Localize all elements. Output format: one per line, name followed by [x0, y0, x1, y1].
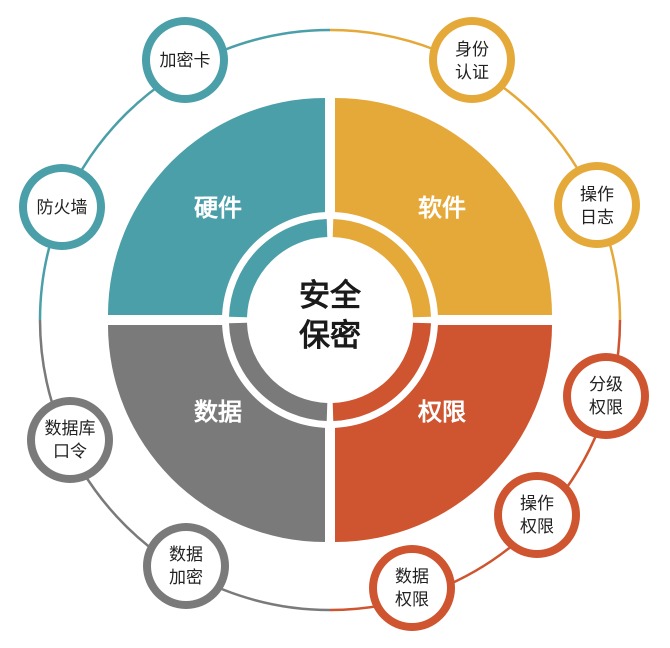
bubble-db-password: 数据库 口令 — [27, 397, 113, 483]
bubble-data-permission: 数据 权限 — [369, 545, 455, 631]
bubble-firewall-label: 防火墙 — [37, 198, 88, 218]
outer-ring-data — [38, 319, 331, 612]
bubble-data-encryption-line1: 数据 — [169, 545, 203, 565]
bubble-operation-log-line2: 日志 — [580, 208, 614, 228]
bubble-data-permission-line1: 数据 — [395, 567, 429, 587]
outer-ring-software — [329, 28, 622, 321]
bubble-operation-log-line1: 操作 — [580, 185, 614, 205]
bubble-operation-permission: 操作 权限 — [494, 472, 580, 558]
bubble-tiered-permission-line2: 权限 — [589, 398, 623, 418]
bubble-identity-auth: 身份 认证 — [429, 17, 515, 103]
bubble-tiered-permission: 分级 权限 — [563, 353, 649, 439]
bubble-operation-permission-line2: 权限 — [520, 517, 554, 537]
quadrant-label-hardware: 硬件 — [194, 194, 242, 222]
bubble-encryption-card: 加密卡 — [142, 17, 228, 103]
quadrant-label-data: 数据 — [194, 398, 242, 426]
bubble-data-encryption: 数据 加密 — [143, 523, 229, 609]
bubble-data-permission-line2: 权限 — [395, 590, 429, 610]
quadrant-label-permission: 权限 — [417, 398, 466, 426]
bubble-encryption-card-label: 加密卡 — [160, 51, 211, 71]
inner-ring-permission — [332, 322, 431, 421]
bubble-operation-log: 操作 日志 — [554, 162, 640, 248]
bubble-operation-permission-line1: 操作 — [520, 494, 554, 514]
quadrant-label-software: 软件 — [418, 194, 466, 222]
bubble-tiered-permission-line1: 分级 — [589, 375, 623, 395]
center-title-line1: 安全 — [299, 278, 362, 314]
bubble-identity-auth-line1: 身份 — [455, 40, 489, 60]
bubble-db-password-line2: 口令 — [53, 442, 87, 462]
bubble-db-password-line1: 数据库 — [45, 419, 96, 439]
inner-ring-software — [332, 219, 431, 318]
inner-ring-hardware — [229, 219, 328, 318]
bubble-data-encryption-line2: 加密 — [169, 568, 203, 588]
inner-ring-data — [229, 322, 328, 421]
center-title-line2: 保密 — [299, 318, 361, 354]
bubble-firewall: 防火墙 — [19, 164, 105, 250]
center-disc — [252, 242, 408, 398]
bubble-identity-auth-line2: 认证 — [455, 63, 489, 83]
outer-ring-hardware — [38, 28, 331, 321]
